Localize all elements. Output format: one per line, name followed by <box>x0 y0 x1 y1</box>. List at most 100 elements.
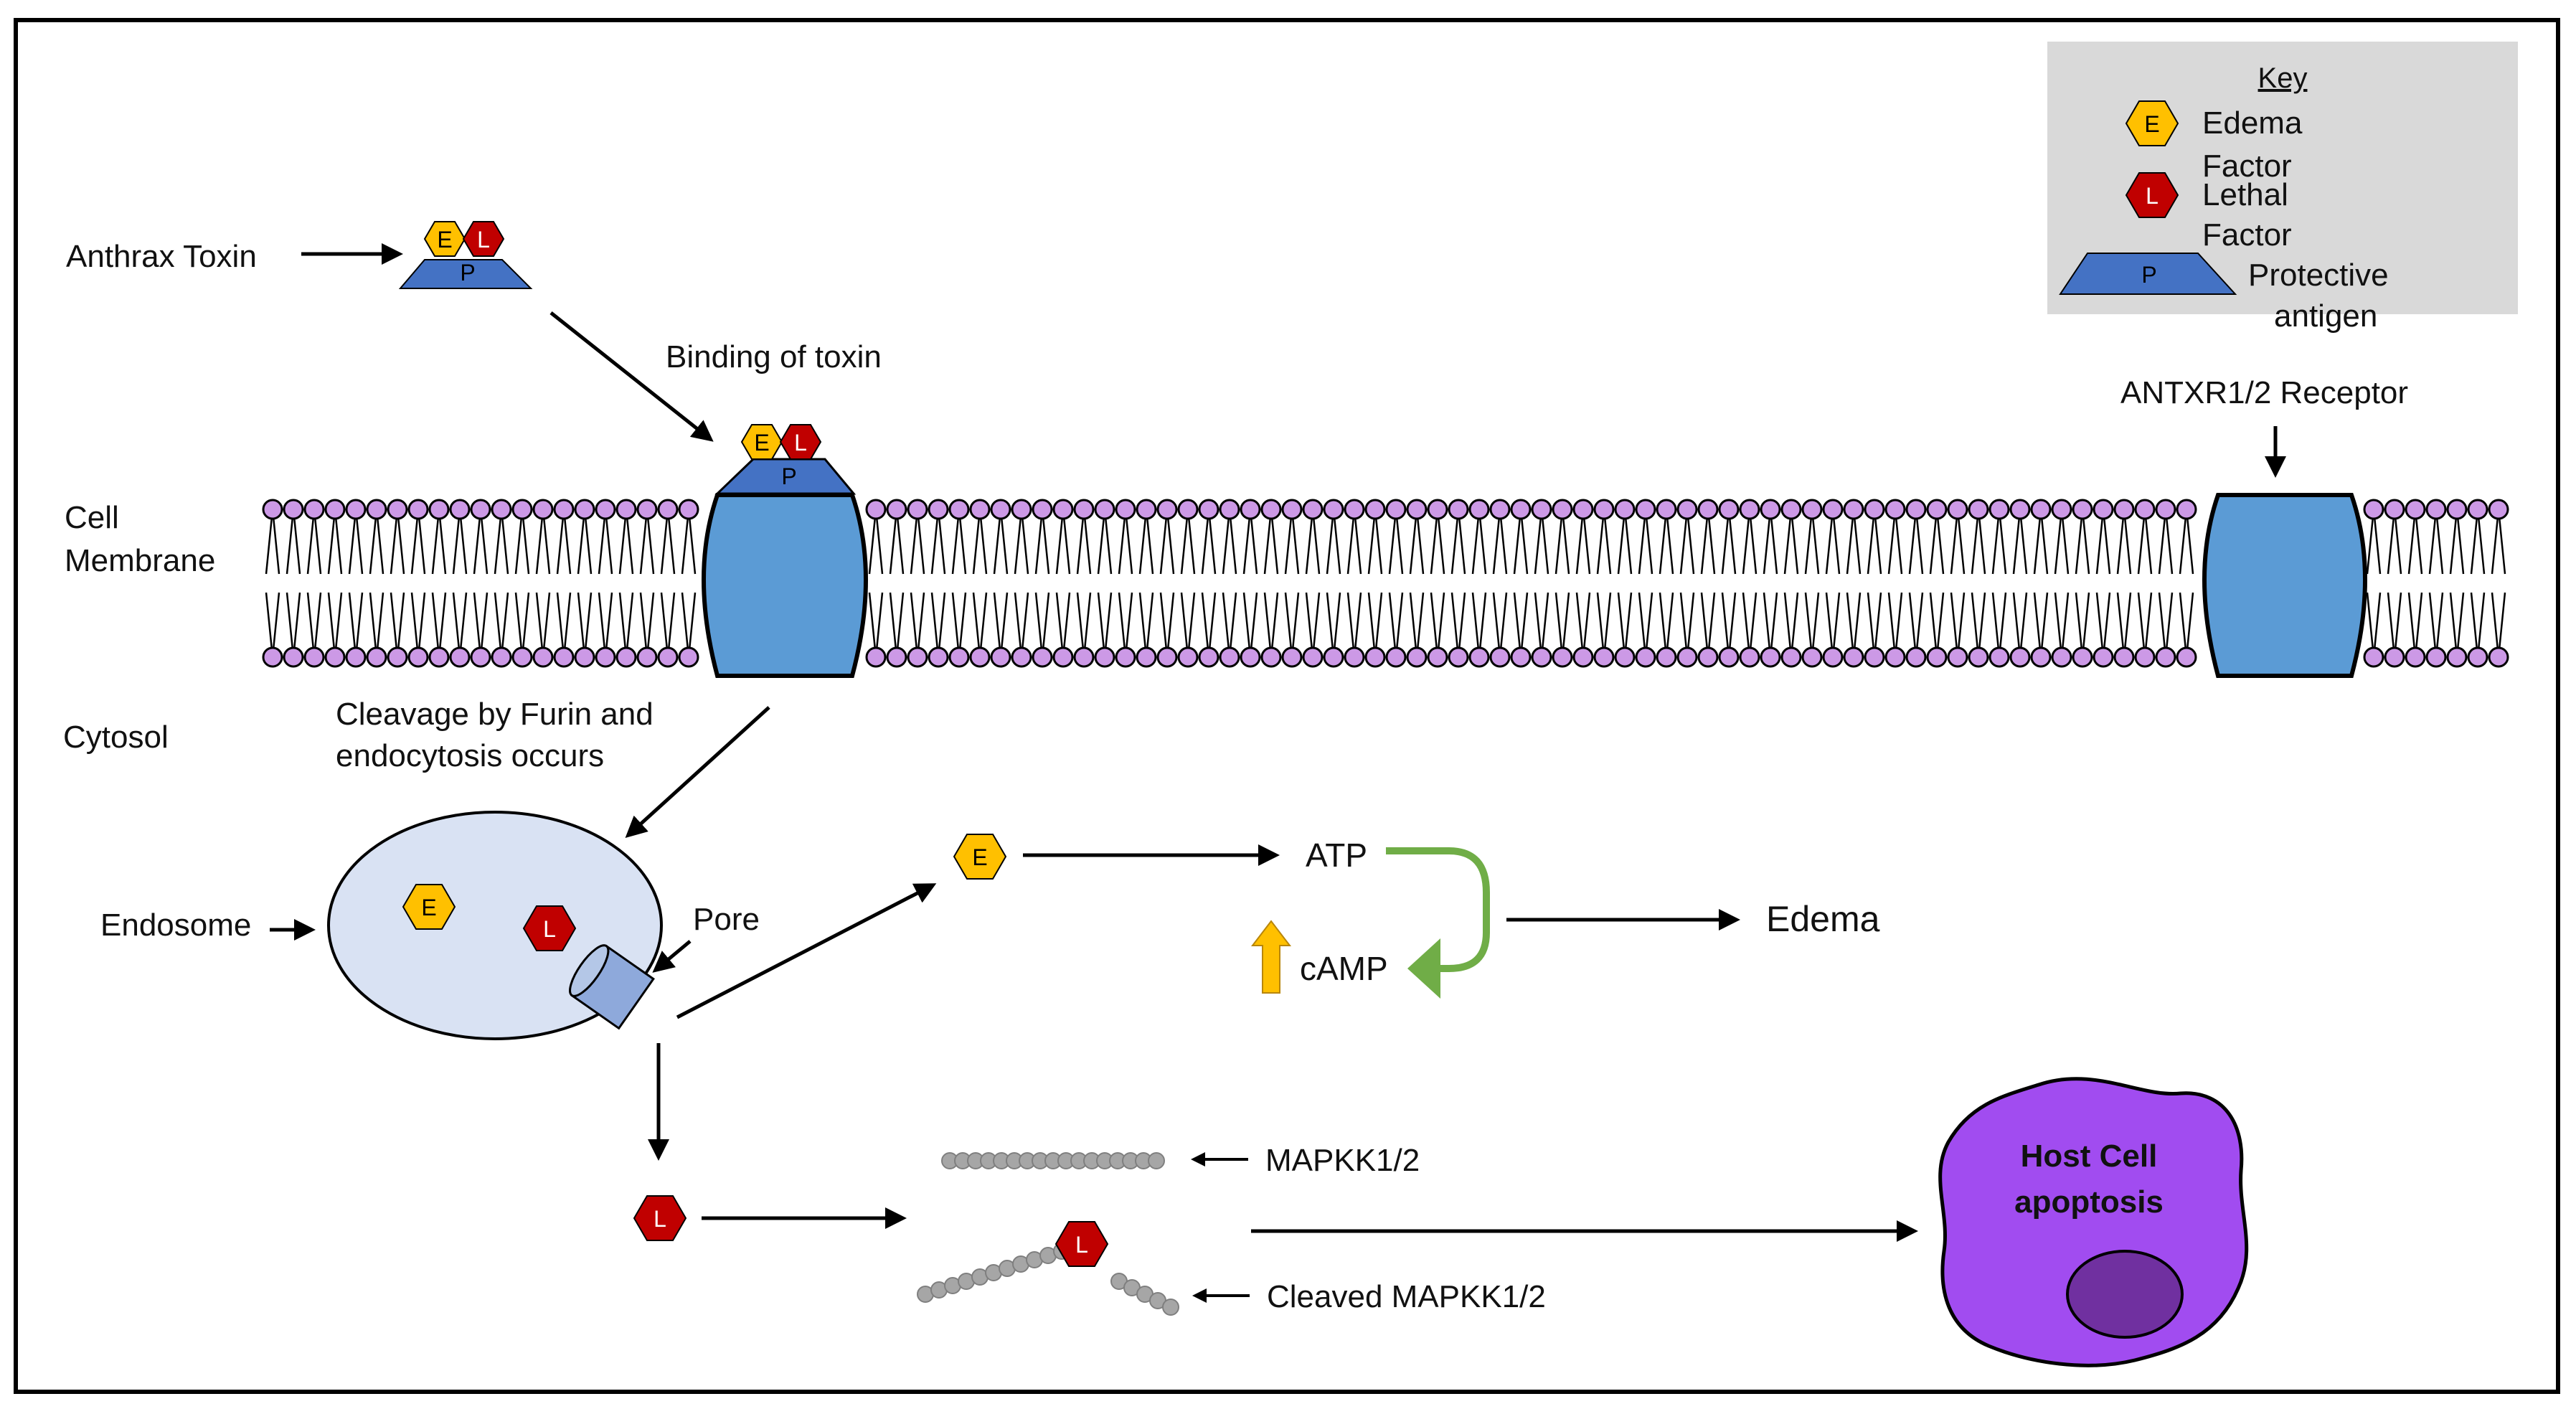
lipid-head <box>2093 499 2114 520</box>
lipid-head <box>1032 646 1053 668</box>
lipid-tail <box>1638 592 1653 658</box>
lipid-head <box>2176 646 2197 668</box>
lipid-tail <box>1388 592 1404 658</box>
lipid-tail <box>889 509 905 575</box>
lipid-tail <box>1118 509 1133 575</box>
lipid-head <box>1427 646 1448 668</box>
lipid-tail <box>2449 509 2465 575</box>
lipid-tail <box>1097 509 1113 575</box>
lipid-head <box>1094 499 1115 520</box>
lipid-head <box>1219 646 1240 668</box>
lipid-tail <box>1055 592 1071 658</box>
cell-membrane-label-1: Cell <box>65 500 119 535</box>
lipid-tail <box>1700 592 1716 658</box>
diagram-frame <box>14 18 2560 1394</box>
lipid-tail <box>972 592 988 658</box>
lipid-head <box>1240 646 1261 668</box>
lipid-head <box>366 499 387 520</box>
lipid-tail <box>2449 592 2465 658</box>
lipid-tail <box>1929 509 1945 575</box>
lipid-head <box>2134 499 2156 520</box>
svg-text:L: L <box>543 916 556 942</box>
lipid-head <box>2176 499 2197 520</box>
lipid-head <box>283 499 304 520</box>
lipid-head <box>1635 499 1656 520</box>
lipid-tail <box>2387 592 2402 658</box>
lipid-tail <box>2179 592 2194 658</box>
lipid-tail <box>473 592 489 658</box>
svg-text:E: E <box>2144 111 2159 137</box>
lipid-tail <box>1326 509 1341 575</box>
lipid-tail <box>1346 592 1362 658</box>
lipid-tail <box>390 509 405 575</box>
lipid-head <box>1427 499 1448 520</box>
svg-text:L: L <box>1075 1232 1088 1258</box>
lipid-tail <box>1242 509 1258 575</box>
lipid-head <box>1884 646 1906 668</box>
lipid-tail <box>951 592 967 658</box>
lipid-head <box>324 499 346 520</box>
legend-title: Key <box>2258 62 2308 94</box>
lipid-head <box>1448 646 1469 668</box>
cytosol-label: Cytosol <box>63 720 169 755</box>
lipid-head <box>1988 499 2010 520</box>
lipid-head <box>595 499 616 520</box>
bound-edema-factor-icon: E <box>740 424 783 460</box>
lipid-tail <box>1118 592 1133 658</box>
lipid-head <box>449 646 471 668</box>
lipid-head <box>969 646 991 668</box>
lipid-head <box>2425 646 2447 668</box>
lipid-tail <box>2366 509 2382 575</box>
lipid-tail <box>2470 509 2486 575</box>
lipid-head <box>1344 499 1365 520</box>
lethal-factor-cleaving-icon: L <box>1055 1221 1109 1267</box>
lipid-tail <box>993 592 1009 658</box>
lipid-tail <box>2428 509 2444 575</box>
host-cell-label-2: apoptosis <box>2014 1184 2164 1220</box>
lipid-head <box>1219 499 1240 520</box>
lipid-tail <box>1554 509 1570 575</box>
lipid-tail <box>2012 509 2028 575</box>
lipid-head <box>2134 646 2156 668</box>
lipid-tail <box>1180 509 1196 575</box>
lipid-head <box>2030 646 2052 668</box>
lipid-head <box>2072 499 2093 520</box>
legend-protective-label-2: antigen <box>2274 298 2377 334</box>
lipid-tail <box>1263 592 1279 658</box>
lipid-head <box>1718 499 1740 520</box>
lipid-tail <box>390 592 405 658</box>
atp-to-camp-arrow <box>1386 847 1490 972</box>
lipid-head <box>262 646 283 668</box>
lipid-tail <box>1742 509 1758 575</box>
lipid-head <box>1260 646 1282 668</box>
lipid-tail <box>369 592 384 658</box>
receptor-with-toxin: P E L <box>702 424 868 678</box>
anthrax-toxin-label: Anthrax Toxin <box>66 239 257 274</box>
lipid-head <box>283 646 304 668</box>
lipid-tail <box>598 509 613 575</box>
lipid-head <box>1635 646 1656 668</box>
lipid-head <box>1281 646 1303 668</box>
lipid-tail <box>1222 592 1237 658</box>
lipid-head <box>1198 646 1219 668</box>
lipid-tail <box>1138 509 1154 575</box>
lipid-head <box>636 499 658 520</box>
lipid-head <box>1593 646 1615 668</box>
lipid-head <box>2384 646 2405 668</box>
lipid-head <box>1780 646 1802 668</box>
lipid-head <box>1531 646 1552 668</box>
lipid-head <box>324 646 346 668</box>
lipid-tail <box>348 592 364 658</box>
lipid-tail <box>1763 592 1778 658</box>
lipid-tail <box>265 509 280 575</box>
lipid-head <box>1676 646 1698 668</box>
lipid-head <box>1718 646 1740 668</box>
lipid-head <box>1864 646 1885 668</box>
lipid-head <box>657 499 679 520</box>
lipid-tail <box>2158 509 2174 575</box>
lipid-head <box>865 499 887 520</box>
lipid-tail <box>1783 509 1799 575</box>
lipid-head <box>2051 646 2072 668</box>
lipid-head <box>470 499 491 520</box>
lipid-tail <box>930 509 946 575</box>
